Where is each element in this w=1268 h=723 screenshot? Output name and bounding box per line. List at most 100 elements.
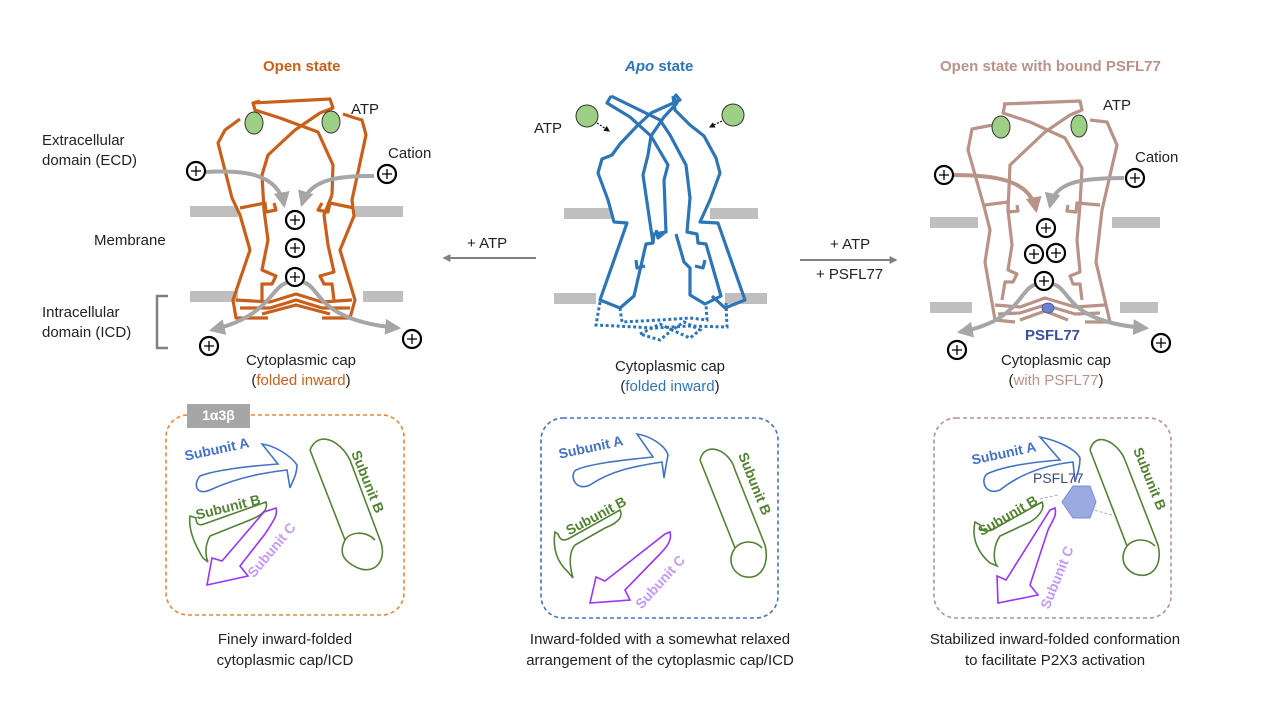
paren: (	[620, 378, 626, 395]
psfl-cap-label: Cytoplasmic cap (with PSFL77)	[981, 351, 1131, 391]
atp-binding-arrow	[596, 122, 610, 132]
subunit-c-shape	[588, 530, 672, 604]
open-description-line2: cytoplasmic cap/ICD	[216, 652, 354, 669]
subunit-shapes-apo	[553, 432, 767, 604]
paren: )	[714, 378, 720, 395]
psfl-cap-line2: (with PSFL77)	[981, 371, 1131, 391]
subunit-b-shape	[188, 500, 268, 563]
cation-flow-arrow	[208, 280, 293, 335]
apo-cap-label: Cytoplasmic cap (folded inward)	[595, 357, 745, 397]
apo-state-channel	[554, 92, 767, 342]
subunit-c-shape	[996, 506, 1057, 604]
atp-molecule	[721, 103, 745, 127]
paren: )	[345, 372, 351, 389]
left-subunit	[216, 117, 268, 320]
psfl77-hexagon	[1061, 485, 1097, 519]
subunit-c-shape	[205, 506, 278, 587]
atp-molecule	[321, 110, 341, 134]
subunit-box-psfl77	[933, 417, 1172, 619]
cation-flow-arrow	[1044, 176, 1125, 210]
open-description-line1: Finely inward-folded	[217, 631, 353, 648]
icd-label: Intracellular domain (ICD)	[42, 303, 131, 343]
psfl-description: Stabilized inward-folded conformation to…	[900, 629, 1210, 671]
subunit-a-shape	[572, 432, 669, 488]
apo-cap-line1: Cytoplasmic cap	[614, 358, 726, 375]
atp-molecule	[575, 104, 599, 128]
membrane-bar	[564, 208, 612, 219]
apo-description: Inward-folded with a somewhat relaxed ar…	[495, 629, 825, 671]
apo-italic: Apo	[625, 58, 655, 75]
cytoplasmic-cap-dashed	[594, 301, 729, 330]
atp-molecule	[244, 111, 264, 135]
open-cap-highlight: folded inward	[256, 372, 346, 389]
subunit-box-apo	[540, 417, 779, 619]
ecd-label-line2: domain (ECD)	[42, 152, 138, 169]
apo-description-line2: arrangement of the cytoplasmic cap/ICD	[526, 652, 794, 669]
apo-cap-line2: (folded inward)	[595, 377, 745, 397]
membrane-bar	[1120, 302, 1158, 313]
psfl-atp-label: ATP	[1103, 97, 1132, 114]
cation-flow-arrow	[298, 174, 375, 208]
subunit-a-shape	[195, 442, 298, 493]
membrane-bar	[1112, 217, 1160, 228]
subunit-shapes-psfl77	[973, 435, 1160, 604]
membrane-bar	[554, 293, 596, 304]
cation-flow-arrow	[956, 282, 1041, 338]
open-cation-label: Cation	[388, 145, 432, 162]
membrane-bar	[363, 291, 403, 302]
subunit-a-shape	[983, 435, 1081, 493]
membrane-bar	[355, 206, 403, 217]
ecd-label: Extracellular domain (ECD)	[42, 131, 137, 171]
icd-label-line1: Intracellular	[42, 304, 120, 321]
cytoplasmic-cap	[235, 292, 353, 304]
cation-flow-arrow	[1049, 282, 1150, 336]
paren: )	[1098, 372, 1104, 389]
subunit-b-shape	[553, 508, 622, 579]
apo-title-rest: state	[654, 58, 694, 75]
psfl-cap-line1: Cytoplasmic cap	[1000, 352, 1112, 369]
right-transition-label-top: + ATP	[830, 236, 871, 253]
psfl-description-line2: to facilitate P2X3 activation	[964, 652, 1146, 669]
psfl77-state-channel	[930, 99, 1172, 361]
cation-flow-arrow	[951, 173, 1042, 214]
open-cap-label: Cytoplasmic cap (folded inward)	[226, 351, 376, 391]
left-transition-label: + ATP	[467, 235, 508, 252]
atp-molecule	[991, 115, 1011, 139]
psfl77-state-title: Open state with bound PSFL77	[940, 58, 1161, 75]
apo-cap-highlight: folded inward	[625, 378, 715, 395]
open-state-channel	[185, 97, 423, 357]
psfl77-hexagon-label: PSFL77	[1033, 470, 1084, 486]
subunit-shapes-open	[188, 438, 384, 587]
icd-bracket	[155, 294, 168, 350]
psfl77-bound-label: PSFL77	[1025, 327, 1081, 344]
open-state-title: Open state	[263, 58, 341, 75]
subunit-b-cylinder	[309, 438, 384, 571]
paren: (	[251, 372, 257, 389]
paren: (	[1008, 372, 1014, 389]
right-transition-label-bottom: + PSFL77	[816, 266, 884, 283]
membrane-bar	[710, 208, 758, 219]
apo-atp-label: ATP	[534, 120, 563, 137]
stoichiometry-badge: 1α3β	[187, 404, 250, 428]
psfl-description-line1: Stabilized inward-folded conformation	[929, 631, 1181, 648]
membrane-bar	[190, 291, 238, 302]
subunit-b-cylinder	[1089, 438, 1160, 577]
membrane-bar	[190, 206, 238, 217]
ecd-label-line1: Extracellular	[42, 132, 125, 149]
atp-molecule	[1070, 114, 1088, 138]
ecd-loop	[252, 97, 335, 211]
open-description: Finely inward-folded cytoplasmic cap/ICD	[165, 629, 405, 671]
membrane-bar	[930, 302, 972, 313]
atp-binding-arrow	[708, 120, 723, 128]
open-cap-line2: (folded inward)	[226, 371, 376, 391]
apo-state-title: Apo state	[625, 58, 693, 75]
psfl77-bound-molecule	[1041, 302, 1055, 314]
cation-flow-arrow	[205, 169, 290, 209]
cation-flow-arrow	[299, 280, 402, 335]
open-cap-line1: Cytoplasmic cap	[245, 352, 357, 369]
membrane-bar	[930, 217, 978, 228]
subunit-b-shape	[973, 500, 1044, 568]
psfl-cap-highlight: with PSFL77	[1013, 372, 1099, 389]
membrane-label: Membrane	[94, 232, 166, 249]
